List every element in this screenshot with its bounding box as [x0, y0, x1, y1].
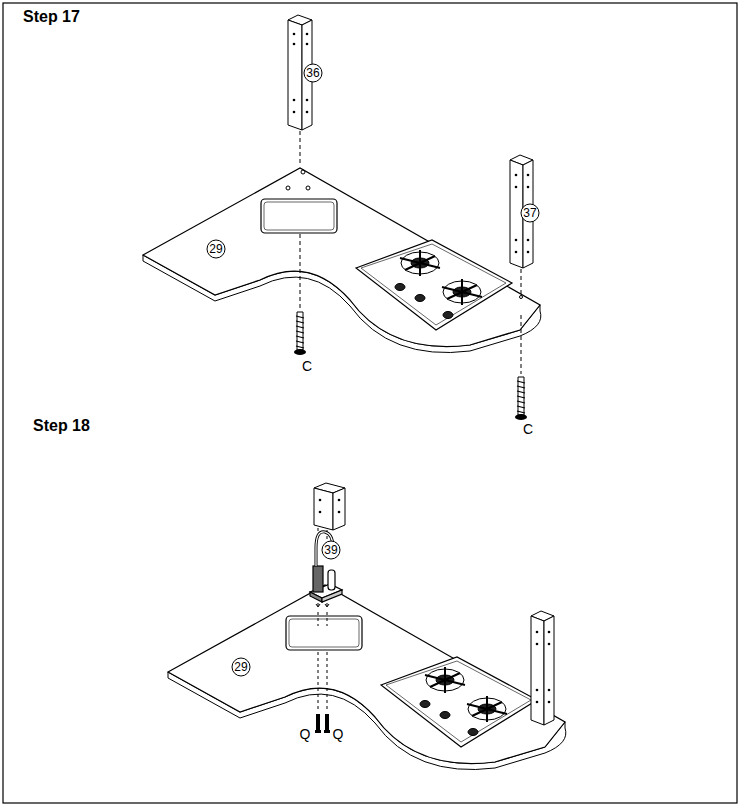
part-letter: Q [300, 727, 311, 741]
step-heading: Step 17 [23, 9, 80, 25]
callout-number: 29 [209, 243, 222, 255]
leg-post [531, 611, 554, 725]
part-letter: Q [333, 727, 344, 741]
frame [3, 3, 737, 803]
leg-post [314, 483, 345, 530]
callout-number: 37 [523, 207, 536, 219]
callout-number: 39 [324, 544, 337, 556]
countertop [143, 168, 541, 353]
callout-number: 36 [306, 67, 319, 79]
part-letter: C [302, 359, 312, 373]
callout-number: 29 [234, 661, 247, 673]
part-letter: C [523, 422, 533, 436]
step-heading: Step 18 [33, 418, 90, 434]
countertop [168, 585, 566, 770]
faucet [310, 532, 342, 602]
